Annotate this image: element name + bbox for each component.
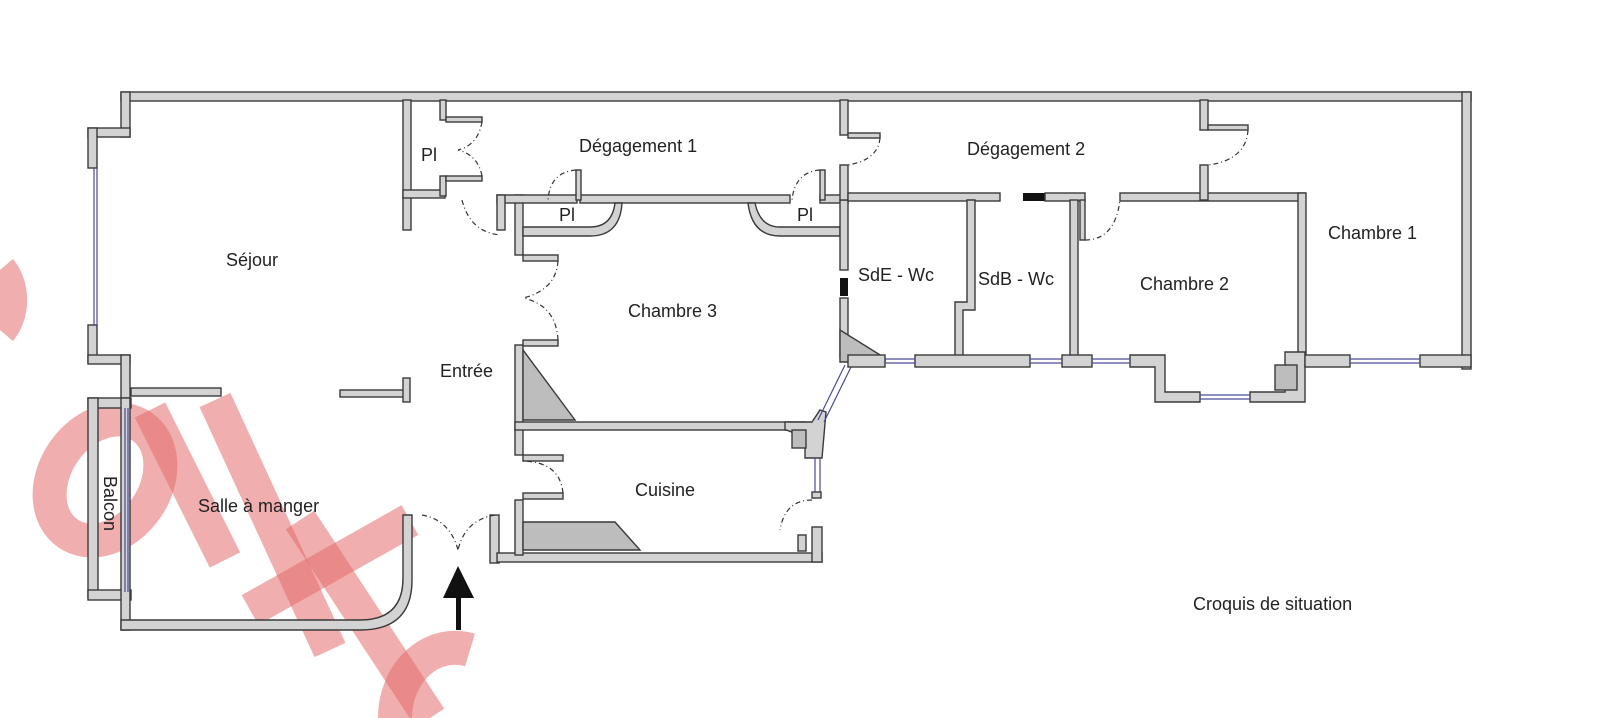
label-sde-wc: SdE - Wc [858, 265, 934, 285]
room-labels: Séjour Salle à manger Balcon Entrée Déga… [100, 136, 1417, 614]
label-salle-a-manger: Salle à manger [198, 496, 319, 516]
label-cuisine: Cuisine [635, 480, 695, 500]
label-degagement1: Dégagement 1 [579, 136, 697, 156]
label-entree: Entrée [440, 361, 493, 381]
walls [87, 91, 1472, 631]
caption: Croquis de situation [1193, 594, 1352, 614]
label-sejour: Séjour [226, 250, 278, 270]
label-placard-2: Pl [559, 205, 575, 225]
watermark [0, 258, 475, 718]
label-chambre1: Chambre 1 [1328, 223, 1417, 243]
doors [421, 121, 1249, 551]
label-balcon: Balcon [100, 476, 120, 531]
label-chambre2: Chambre 2 [1140, 274, 1229, 294]
label-chambre3: Chambre 3 [628, 301, 717, 321]
label-placard-1: Pl [421, 145, 437, 165]
entrance-arrow-icon [443, 566, 474, 630]
label-degagement2: Dégagement 2 [967, 139, 1085, 159]
label-placard-3: Pl [797, 205, 813, 225]
label-sdb-wc: SdB - Wc [978, 269, 1054, 289]
